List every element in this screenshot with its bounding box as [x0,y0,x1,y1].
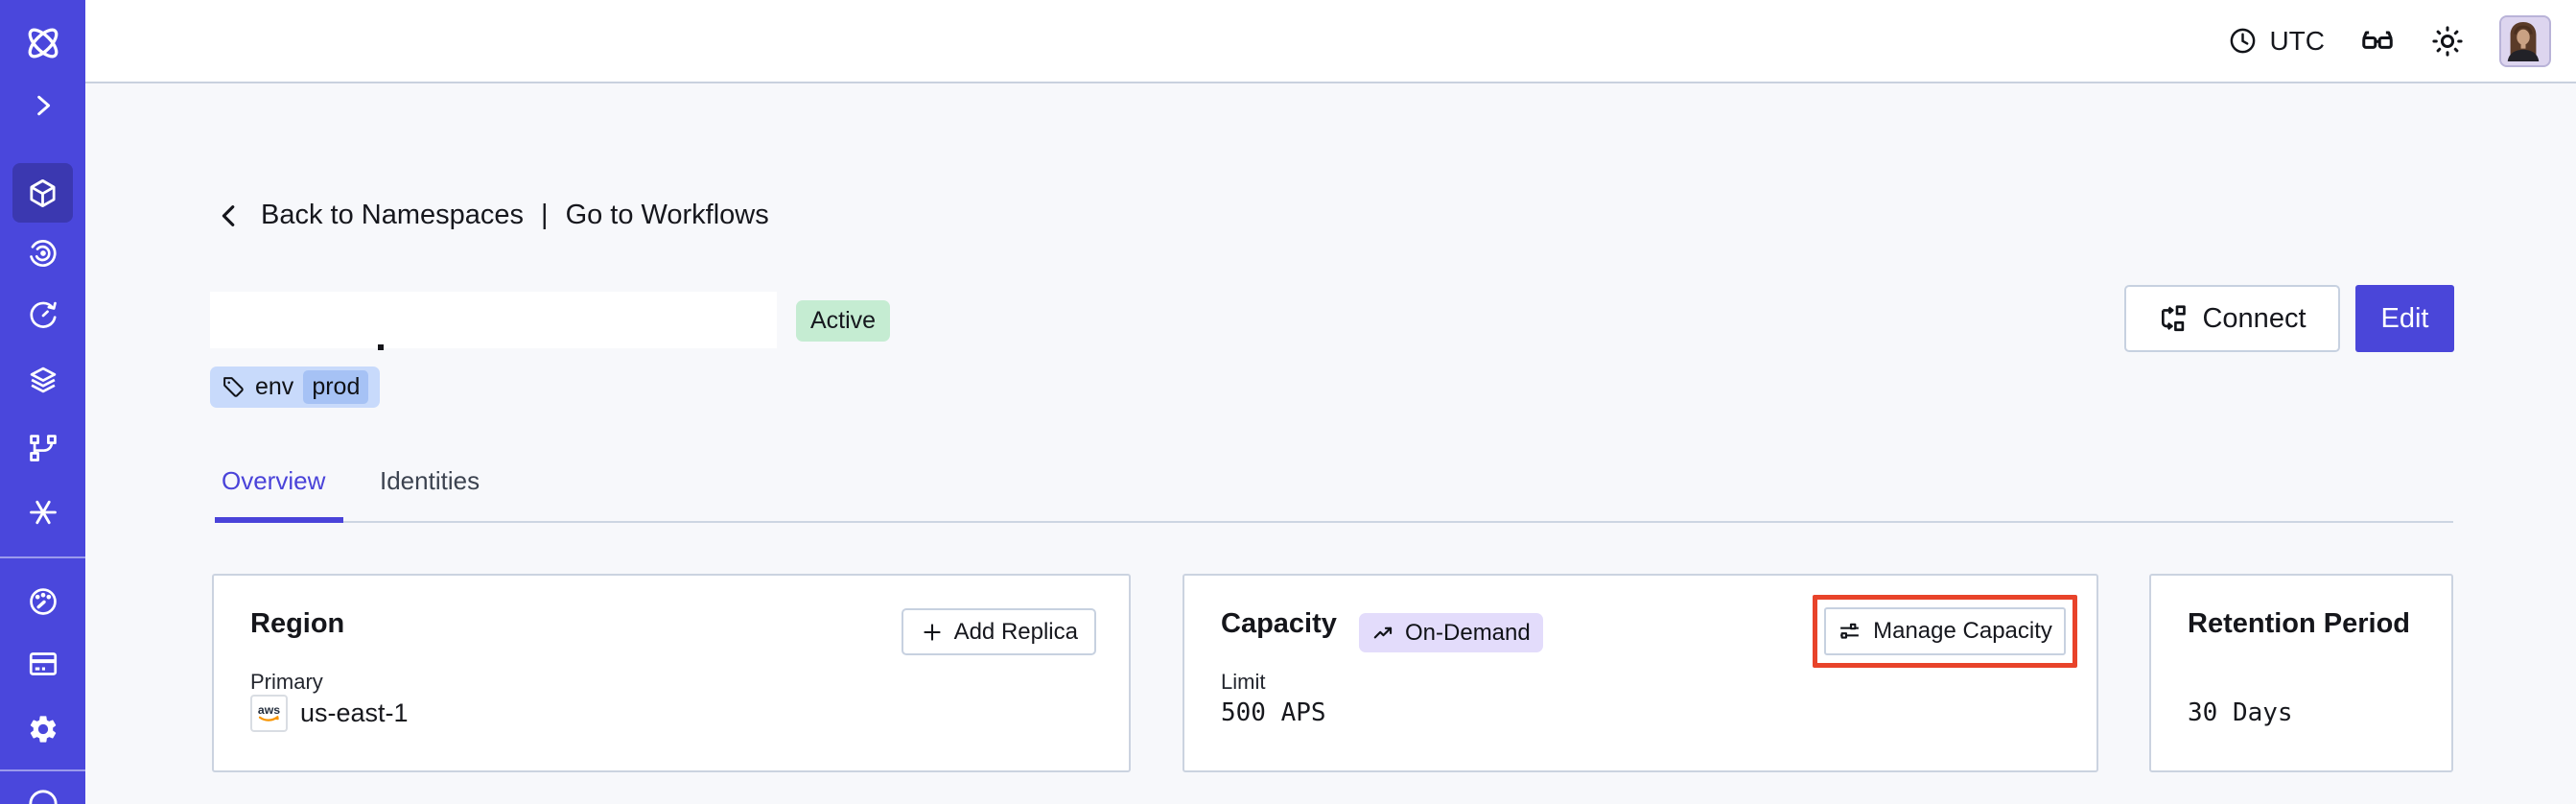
breadcrumb-separator: | [541,200,549,230]
capacity-card-title: Capacity [1221,608,1337,639]
status-badge: Active [796,300,891,342]
clock-icon [2228,26,2258,56]
user-avatar[interactable] [2499,14,2551,67]
edit-button-label: Edit [2380,302,2429,334]
tabs-divider-line [215,521,2453,523]
tag-value-chip: prod [303,370,369,404]
namespace-tag: env prod [210,367,381,408]
labs-glasses-button[interactable] [2359,23,2396,59]
add-replica-label: Add Replica [953,618,1078,645]
sliders-icon [1838,620,1862,644]
connect-flow-icon [2158,303,2189,334]
retention-card-title: Retention Period [2188,608,2411,639]
sidebar-nav [0,0,85,804]
sidebar-item-stacks-layers-icon[interactable] [0,364,85,396]
region-card: Region Add Replica Primary aws us-east-1 [212,574,1131,772]
plus-icon [920,620,945,645]
on-demand-badge: On-Demand [1359,613,1543,652]
sidebar-item-namespaces-cube-icon[interactable] [0,177,85,210]
breadcrumb: Back to Namespaces | Go to Workflows [215,200,769,231]
limit-value: 500 APS [1221,698,1326,727]
limit-label: Limit [1221,670,1266,694]
sidebar-item-nexus-spiral-icon[interactable] [0,237,85,270]
sidebar-item-usage-gauge-icon[interactable] [0,585,85,618]
sidebar-item-settings-gear-icon[interactable] [0,713,85,745]
tab-identities[interactable]: Identities [380,466,480,495]
sidebar-divider [0,556,85,558]
capacity-card: Capacity On-Demand Limit 500 APS Manage … [1183,574,2098,772]
manage-capacity-button[interactable]: Manage Capacity [1824,607,2066,655]
svg-text:aws: aws [258,703,280,717]
timezone-label: UTC [2269,25,2325,56]
trending-up-icon [1371,621,1396,646]
breadcrumb-back-to-namespaces[interactable]: Back to Namespaces [261,200,525,230]
region-card-title: Region [250,608,345,639]
region-value: us-east-1 [300,698,409,727]
redaction-artifact-dot [378,344,384,350]
sidebar-divider [0,769,85,771]
active-tab-underline [215,517,343,523]
tag-key: env [255,373,294,400]
edit-button[interactable]: Edit [2355,285,2454,352]
retention-value: 30 Days [2188,698,2293,727]
back-chevron-icon[interactable] [215,201,244,230]
temporal-logo-icon[interactable] [0,21,85,65]
namespace-title-redacted [210,292,777,348]
connect-button[interactable]: Connect [2124,285,2340,352]
timezone-selector[interactable]: UTC [2228,26,2325,57]
manage-capacity-label: Manage Capacity [1873,618,2052,644]
theme-toggle-sun-button[interactable] [2430,24,2465,59]
sidebar-expand-chevron-icon[interactable] [0,91,85,120]
tab-overview[interactable]: Overview [222,466,326,495]
sidebar-item-support-circle-icon[interactable] [0,787,85,804]
add-replica-button[interactable]: Add Replica [901,608,1096,655]
primary-region-row: aws us-east-1 [250,695,409,732]
retention-card: Retention Period 30 Days [2149,574,2453,772]
sidebar-item-asterisk-icon[interactable] [0,496,85,529]
top-bar: UTC [85,0,2576,83]
aws-logo-icon: aws [250,695,288,732]
tag-icon [222,375,246,399]
connect-button-label: Connect [2202,302,2307,334]
on-demand-label: On-Demand [1405,619,1531,646]
sidebar-item-schedules-clock-icon[interactable] [0,299,85,332]
breadcrumb-go-to-workflows[interactable]: Go to Workflows [565,200,769,230]
sidebar-item-billing-card-icon[interactable] [0,648,85,680]
sidebar-item-deployments-branch-icon[interactable] [0,432,85,464]
primary-label: Primary [250,670,323,694]
